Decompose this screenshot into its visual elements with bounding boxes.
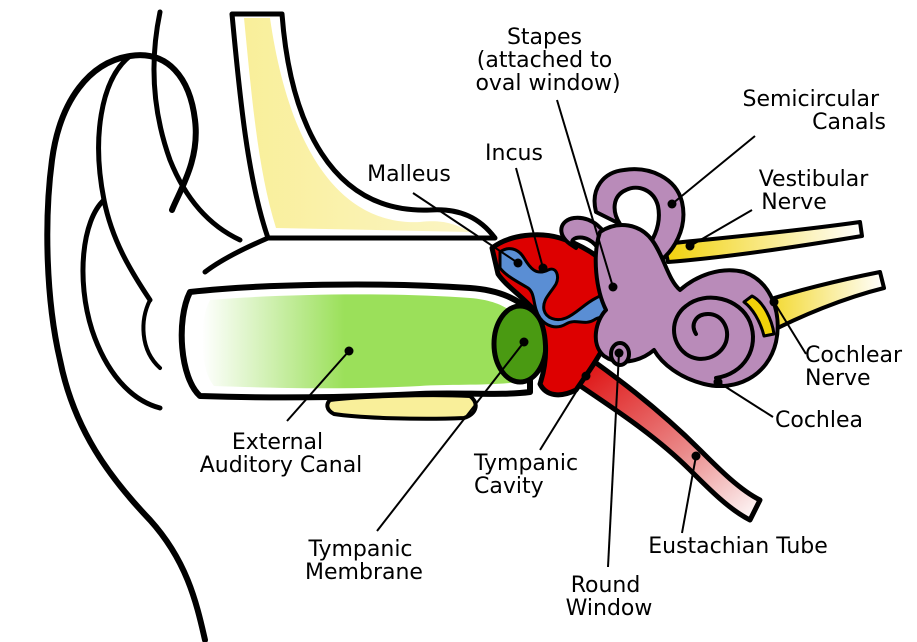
label-eustachian-tube: Eustachian Tube — [648, 534, 828, 559]
label-incus: Incus — [485, 141, 543, 166]
inner-ear — [559, 167, 780, 389]
label-round-window: Round Window — [566, 573, 653, 621]
label-semicircular-canals: Semicircular Canals — [743, 87, 887, 135]
external-auditory-canal — [178, 281, 533, 421]
label-cochlea: Cochlea — [775, 408, 863, 433]
label-tympanic-cavity: Tympanic Cavity — [473, 451, 585, 499]
label-cochlear-nerve: Cochlear Nerve — [805, 343, 909, 391]
leader-lines — [286, 99, 807, 568]
label-stapes: Stapes (attached to oval window) — [475, 25, 620, 96]
temporal-bone — [202, 11, 498, 275]
label-vestibular-nerve: Vestibular Nerve — [759, 167, 876, 215]
label-tympanic-membrane: Tympanic Membrane — [305, 537, 423, 585]
label-external-auditory-canal: External Auditory Canal — [200, 430, 363, 478]
label-malleus: Malleus — [367, 162, 451, 187]
pinna — [44, 9, 243, 642]
